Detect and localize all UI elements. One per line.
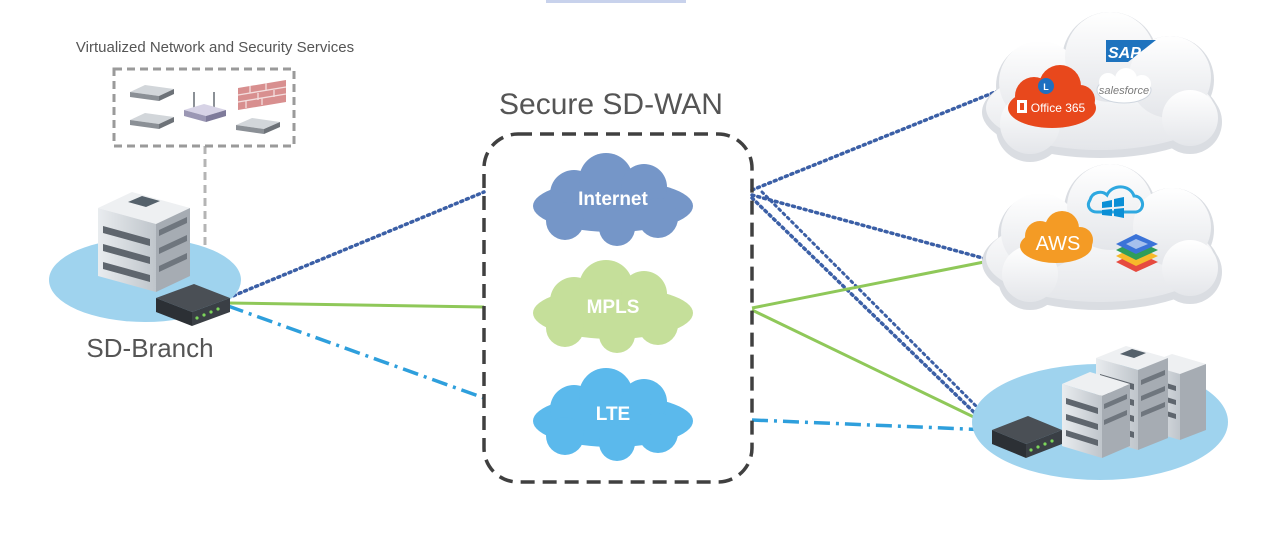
iaas-cloud: AWS <box>982 164 1222 310</box>
gcp-logo <box>1116 234 1158 272</box>
services-box <box>112 67 296 148</box>
mpls-dc-link <box>751 308 985 424</box>
top-bar-marker <box>546 0 686 3</box>
internet-iaas-link <box>750 193 992 262</box>
branch-edge-device-icon <box>156 284 230 326</box>
lync-icon <box>1038 78 1054 94</box>
sdwan-boundary <box>482 132 754 484</box>
branch-label: SD-Branch <box>86 333 213 363</box>
lte-dc-link <box>751 418 991 432</box>
office365-label: Office 365 <box>1031 101 1086 115</box>
office365-logo: L Office 365 <box>1008 65 1096 128</box>
data-center <box>972 346 1228 480</box>
internet-cloud: Internet <box>533 153 693 246</box>
internet-dc-link-2 <box>760 190 988 418</box>
internet-saas-link <box>750 80 1022 192</box>
saas-cloud: SAP salesforce L Office 365 <box>982 12 1222 162</box>
dc-edge-device-icon <box>992 416 1062 458</box>
services-caption: Virtualized Network and Security Service… <box>76 39 354 56</box>
internet-label: Internet <box>578 189 648 210</box>
svg-text:L: L <box>1043 82 1049 92</box>
appliance-icon <box>130 113 174 129</box>
firewall-icon <box>237 80 287 110</box>
salesforce-logo: salesforce <box>1096 68 1152 104</box>
sap-label: SAP <box>1108 45 1141 62</box>
lte-cloud: LTE <box>533 368 693 461</box>
salesforce-label: salesforce <box>1099 85 1149 97</box>
branch-mpls-link <box>227 301 485 309</box>
branch-internet-link <box>226 190 486 300</box>
internet-dc-link <box>750 196 982 420</box>
dc-building-icon <box>1062 372 1130 458</box>
sdwan-title: Secure SD-WAN <box>499 88 723 121</box>
appliance-icon <box>236 118 280 134</box>
router-icon <box>184 92 226 122</box>
lte-label: LTE <box>596 404 630 425</box>
aws-logo: AWS <box>1020 211 1093 263</box>
branch-lte-link <box>227 304 485 400</box>
aws-label: AWS <box>1036 233 1081 255</box>
mpls-label: MPLS <box>587 297 640 318</box>
mpls-cloud: MPLS <box>533 260 693 353</box>
sap-logo: SAP <box>1106 40 1156 62</box>
azure-logo <box>1086 185 1144 218</box>
branch-building-icon <box>98 192 190 292</box>
appliance-icon <box>130 85 174 101</box>
mpls-iaas-link <box>751 260 985 310</box>
sd-branch: SD-Branch <box>49 192 241 363</box>
